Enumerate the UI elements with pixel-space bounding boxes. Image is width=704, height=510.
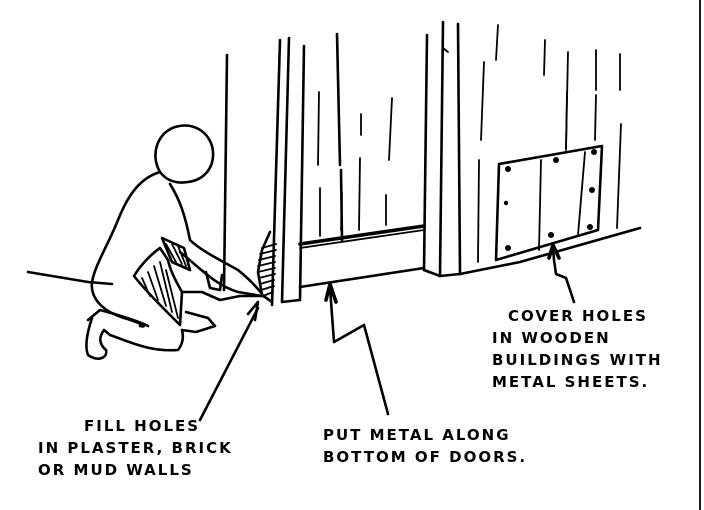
metal-strip-on-door	[298, 224, 426, 289]
caption-line: IN PLASTER, BRICK	[38, 439, 233, 457]
plaster-wall	[222, 36, 306, 307]
caption-fill-holes: FILL HOLES IN PLASTER, BRICK OR MUD WALL…	[38, 415, 233, 481]
arrow-cover-holes	[547, 243, 576, 304]
wooden-wall	[458, 24, 642, 276]
wall-patch	[256, 230, 277, 304]
caption-line: OR MUD WALLS	[38, 461, 194, 479]
floor-line	[26, 270, 114, 286]
caption-line: METAL SHEETS.	[492, 373, 650, 391]
caption-line: BUILDINGS WITH	[492, 351, 663, 369]
caption-line: PUT METAL ALONG	[323, 426, 511, 444]
caption-line: IN WOODEN	[492, 329, 611, 347]
metal-sheet-with-nails	[494, 144, 604, 262]
arrow-fill-holes	[198, 300, 260, 422]
caption-line: FILL HOLES	[84, 417, 201, 435]
kneeling-person	[85, 124, 264, 360]
arrow-metal-door	[324, 282, 390, 416]
caption-metal-door: PUT METAL ALONG BOTTOM OF DOORS.	[323, 424, 527, 468]
caption-line: BOTTOM OF DOORS.	[323, 448, 528, 466]
caption-cover-holes: COVER HOLES IN WOODEN BUILDINGS WITH MET…	[492, 305, 663, 393]
door	[317, 20, 462, 278]
caption-line: COVER HOLES	[508, 307, 648, 325]
